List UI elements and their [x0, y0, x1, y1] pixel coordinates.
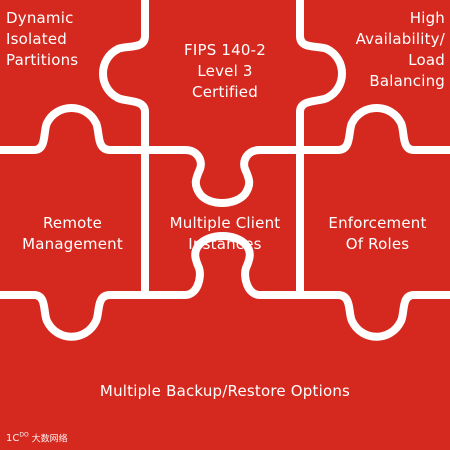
- piece-text-line: Multiple Client: [169, 214, 281, 232]
- piece-dynamic-isolated-partitions: Dynamic Isolated Partitions: [6, 8, 78, 71]
- piece-high-availability: High Availability/ Load Balancing: [356, 8, 445, 92]
- piece-text-line: Of Roles: [345, 235, 410, 253]
- watermark-logo: 1CDO 大数网络: [6, 430, 68, 445]
- watermark-text: 大数网络: [31, 434, 68, 445]
- piece-text-line: Multiple Backup/Restore Options: [99, 382, 351, 400]
- piece-fips-certified: FIPS 140-2 Level 3 Certified: [150, 40, 300, 103]
- piece-text-line: Balancing: [369, 72, 445, 90]
- piece-text-line: Dynamic: [6, 9, 74, 27]
- piece-text-line: Management: [22, 235, 123, 253]
- piece-text-line: Instances: [188, 235, 262, 253]
- piece-text-line: Remote: [42, 214, 103, 232]
- piece-multiple-client-instances: Multiple Client Instances: [150, 213, 300, 255]
- watermark-mark-text: 1C: [6, 433, 20, 445]
- seam-top-left-horizontal: [0, 104, 149, 154]
- seam-top-center-horizontal: [141, 146, 304, 207]
- watermark-superscript: DO: [19, 432, 29, 439]
- seam-top-left-vertical: [99, 0, 149, 154]
- piece-text-line: Partitions: [6, 51, 79, 69]
- piece-remote-management: Remote Management: [0, 213, 145, 255]
- piece-text-line: Availability/: [355, 30, 445, 48]
- piece-text-line: Level 3: [197, 62, 253, 80]
- piece-text-line: Load: [408, 51, 445, 69]
- watermark-mark: 1CDO: [6, 432, 29, 445]
- piece-backup-restore-options: Multiple Backup/Restore Options: [0, 381, 450, 402]
- seam-top-right-vertical: [296, 0, 346, 154]
- piece-enforcement-of-roles: Enforcement Of Roles: [305, 213, 450, 255]
- piece-text-line: Isolated: [6, 30, 68, 48]
- seam-bottom-center-horizontal: [141, 232, 304, 299]
- piece-text-line: Certified: [192, 83, 258, 101]
- piece-text-line: Enforcement: [328, 214, 427, 232]
- seam-bottom-left-horizontal: [0, 291, 149, 341]
- seam-bottom-right-horizontal: [296, 291, 450, 341]
- piece-text-line: High: [409, 9, 445, 27]
- piece-text-line: FIPS 140-2: [184, 41, 266, 59]
- seam-top-right-horizontal: [296, 104, 450, 154]
